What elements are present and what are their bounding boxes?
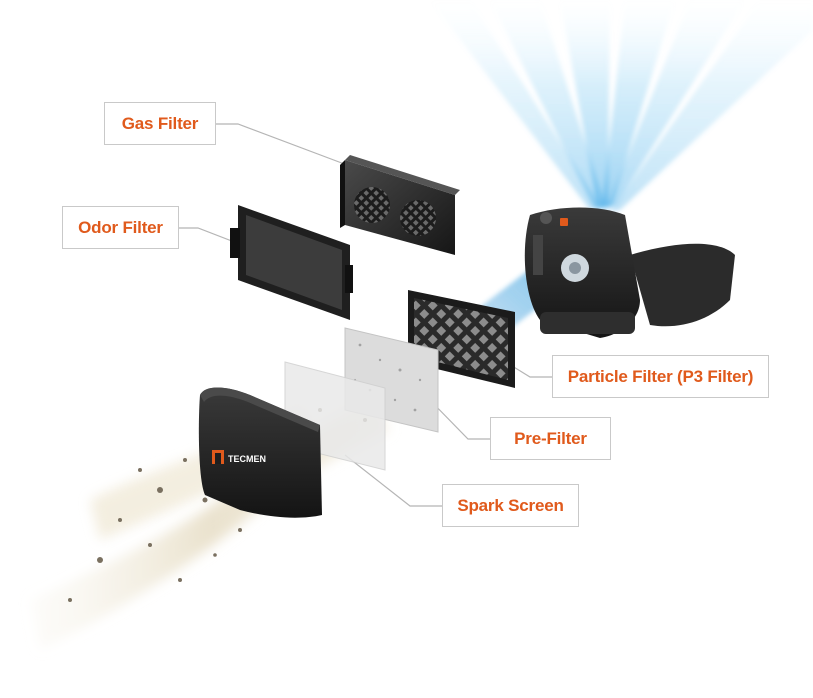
label-particle-filter: Particle Filter (P3 Filter) bbox=[552, 355, 769, 398]
logo-text: TECMEN bbox=[228, 454, 266, 464]
odor-filter-unit bbox=[230, 205, 353, 320]
label-odor-filter: Odor Filter bbox=[62, 206, 179, 249]
respirator-blower-unit bbox=[524, 207, 735, 338]
front-cover: TECMEN bbox=[198, 387, 322, 518]
label-gas-filter: Gas Filter bbox=[104, 102, 216, 145]
tecmen-logo: TECMEN bbox=[212, 450, 266, 464]
label-spark-screen: Spark Screen bbox=[442, 484, 579, 527]
gas-filter-unit bbox=[340, 155, 460, 255]
airflow-exhaust-beams bbox=[430, 0, 813, 212]
label-pre-filter: Pre-Filter bbox=[490, 417, 611, 460]
